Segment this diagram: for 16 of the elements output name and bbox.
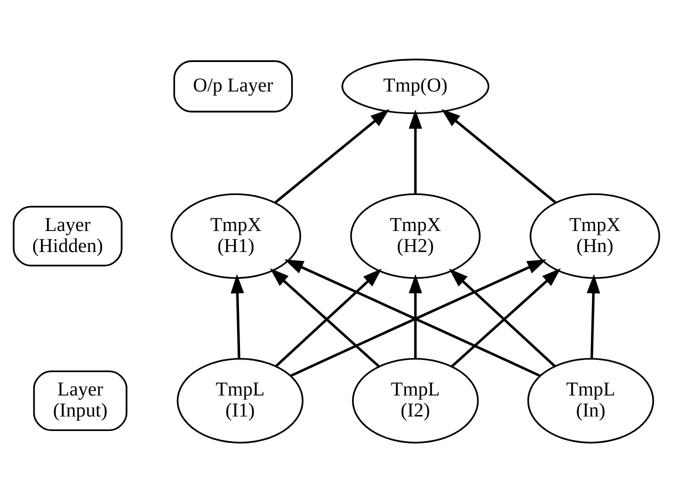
arrow	[408, 109, 422, 194]
node-ellipse: TmpL (I2)	[352, 357, 479, 444]
arrow	[274, 108, 390, 204]
arrow	[408, 274, 422, 358]
node-ellipse: TmpL (I1)	[176, 357, 304, 444]
node-box: Layer (Input)	[33, 370, 128, 431]
arrow	[586, 274, 600, 358]
node-box: Layer (Hidden)	[12, 205, 122, 266]
node-ellipse: TmpL (In)	[527, 357, 654, 444]
node-ellipse: TmpX (Hn)	[530, 192, 660, 278]
arrow	[441, 108, 557, 204]
node-box: O/p Layer	[173, 60, 293, 112]
node-ellipse: TmpX (H1)	[170, 192, 302, 278]
node-ellipse: Tmp(O)	[341, 58, 490, 114]
node-ellipse: TmpX (H2)	[350, 192, 481, 278]
arrow	[230, 274, 244, 358]
